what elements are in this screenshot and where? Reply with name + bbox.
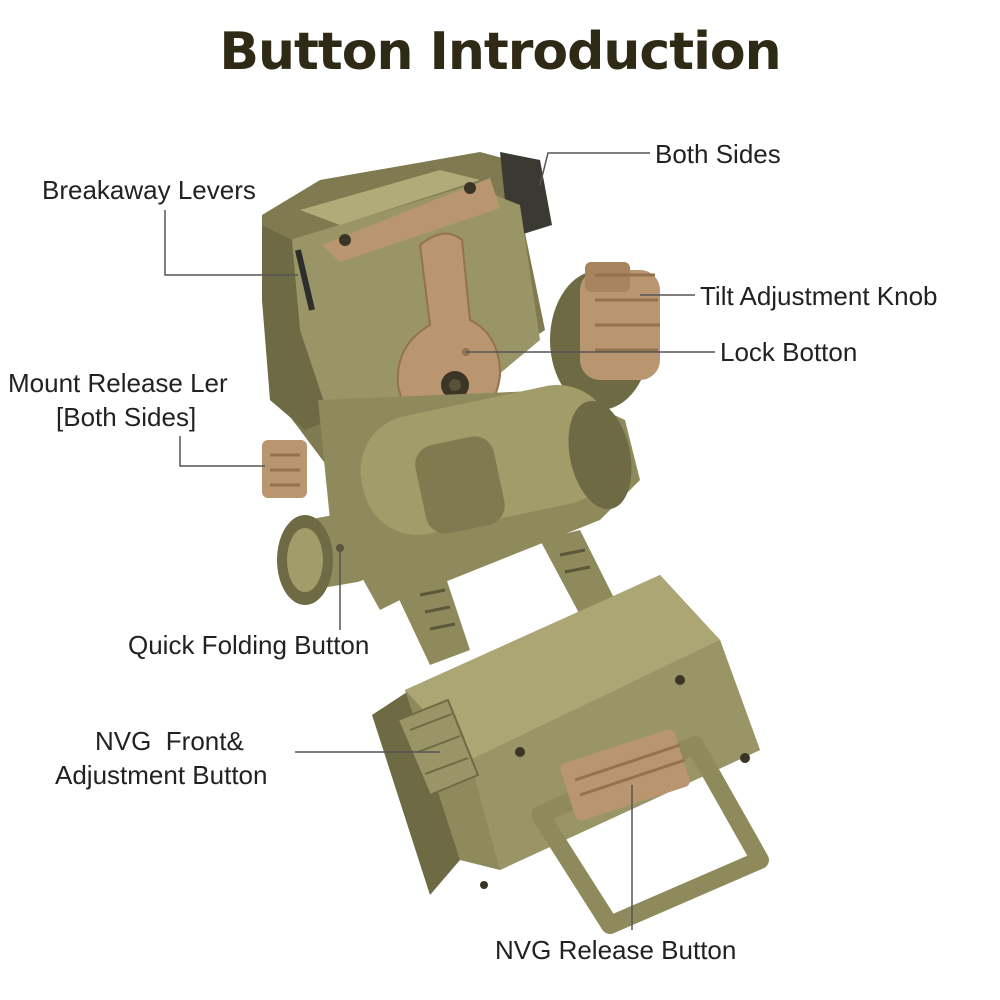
leader-breakaway <box>164 210 298 276</box>
top-rail <box>300 170 480 225</box>
label-nvg-front-line2: Adjustment Button <box>55 760 268 790</box>
label-quick-folding-button: Quick Folding Button <box>128 630 370 660</box>
label-mount-release-line2: [Both Sides] <box>56 402 197 432</box>
leader-mount-release <box>179 436 265 467</box>
nvg-front-adjustment-button <box>396 698 480 797</box>
label-lock-button: Lock Botton <box>720 337 858 367</box>
breakaway-lever-plate <box>322 178 500 262</box>
mount-release-lever <box>262 440 307 498</box>
pivot-cylinder <box>318 384 640 610</box>
screw-left <box>339 234 351 246</box>
connecting-arms <box>390 530 615 665</box>
screw-right <box>464 182 476 194</box>
quick-folding-button <box>277 512 381 605</box>
left-side <box>262 225 330 430</box>
label-tilt-adjustment-knob: Tilt Adjustment Knob <box>700 281 938 311</box>
page-title: Button Introduction <box>219 22 781 82</box>
leader-lines <box>164 152 715 930</box>
label-both-sides: Both Sides <box>655 139 781 169</box>
leader-both-sides <box>539 152 650 186</box>
nvg-release-assembly <box>531 729 769 934</box>
label-nvg-front-line1: NVG Front& <box>95 726 244 756</box>
label-mount-release-line1: Mount Release Ler <box>8 368 228 398</box>
label-nvg-release-button: NVG Release Button <box>495 935 737 965</box>
breakaway-lever-edge <box>295 249 315 311</box>
label-breakaway-levers: Breakaway Levers <box>42 175 256 205</box>
